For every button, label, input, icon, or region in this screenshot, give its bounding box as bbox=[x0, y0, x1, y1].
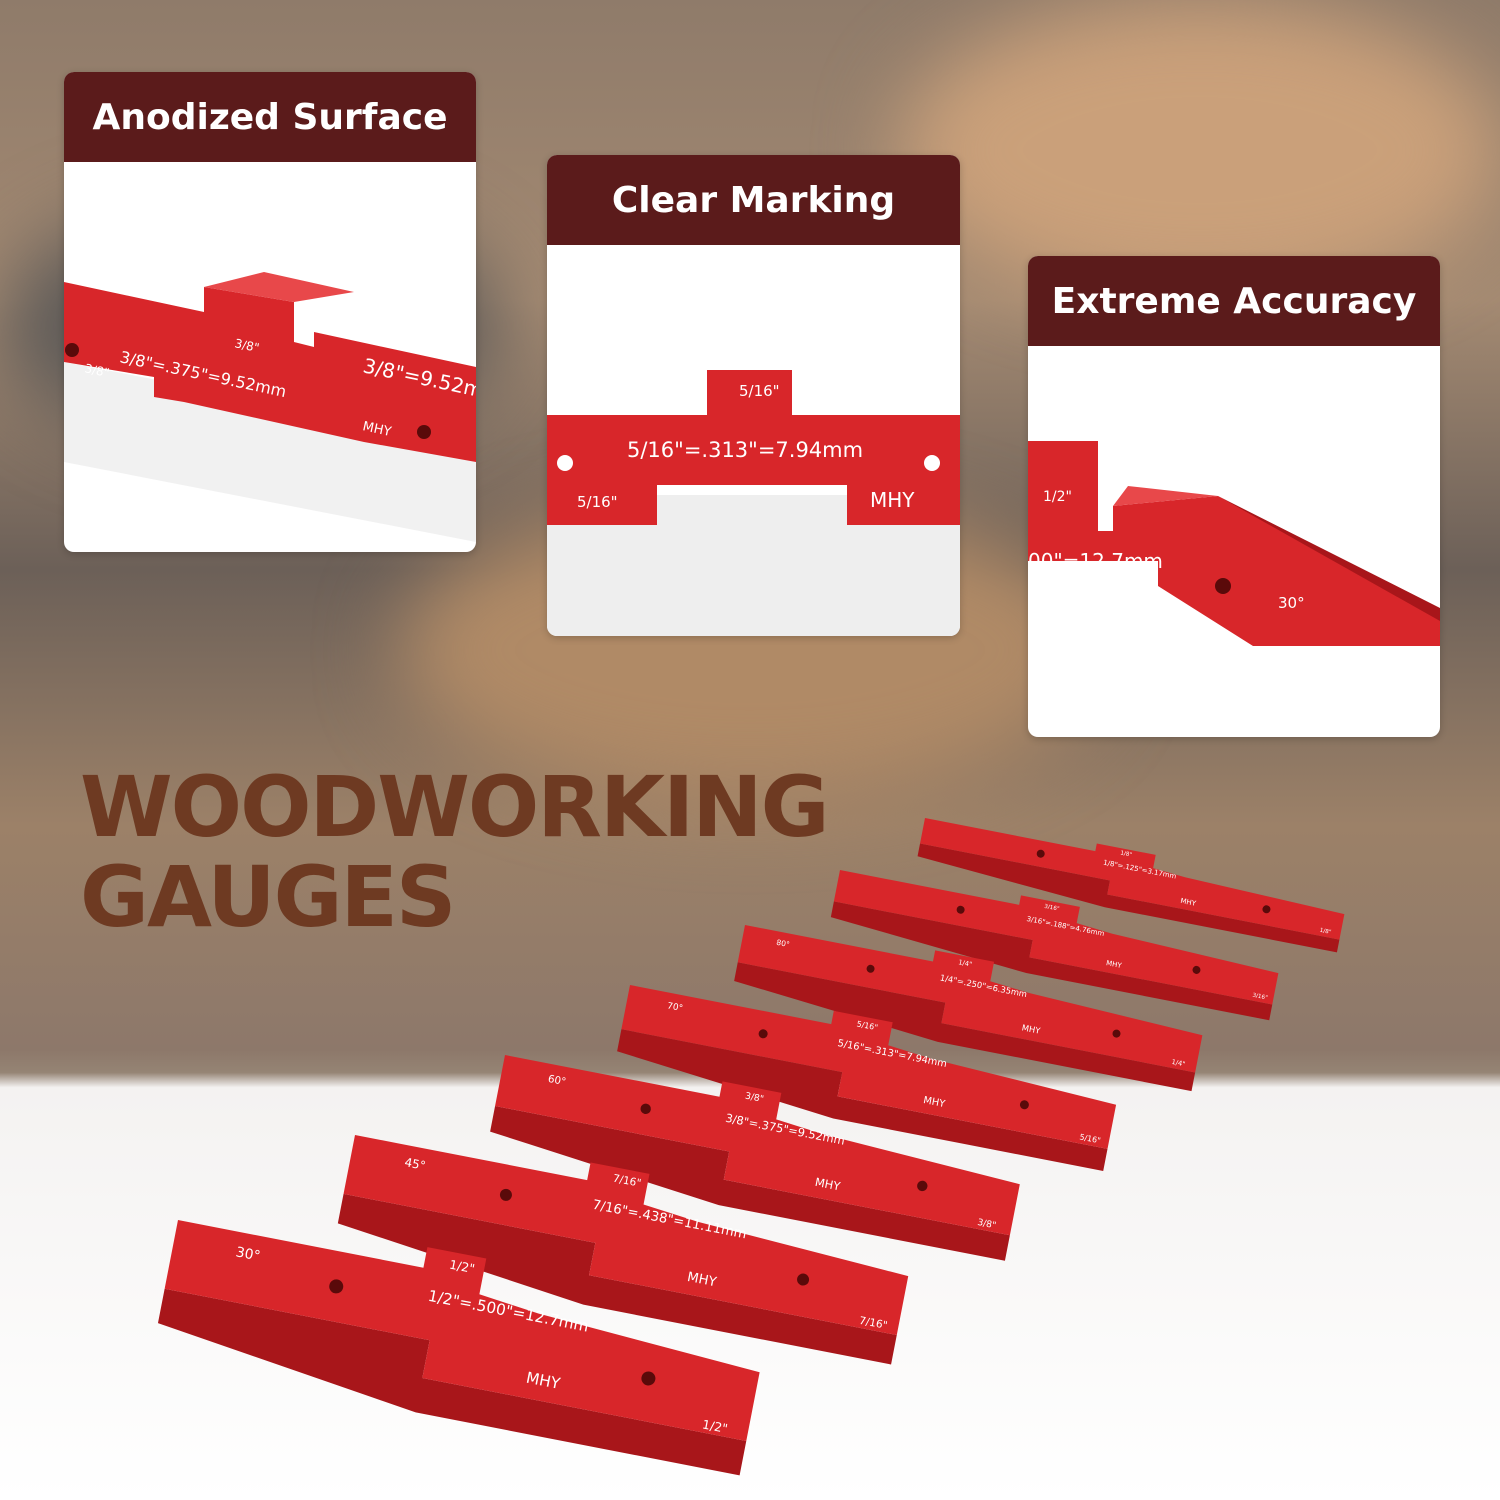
gauge-hole bbox=[1112, 1029, 1121, 1038]
svg-text:MHY: MHY bbox=[361, 419, 392, 440]
svg-text:MHY: MHY bbox=[870, 488, 915, 512]
gauge-size-label: 5/16" bbox=[856, 1019, 879, 1032]
headline-line-1: WOODWORKING bbox=[80, 758, 830, 856]
gauge-brand: MHY bbox=[814, 1175, 843, 1194]
svg-text:1/2": 1/2" bbox=[1043, 489, 1072, 505]
panel-title: Anodized Surface bbox=[64, 72, 476, 162]
gauge-size-label: 7/16" bbox=[858, 1315, 888, 1332]
gauge-size-label: 1/2" bbox=[701, 1417, 729, 1436]
background-blur bbox=[900, 0, 1500, 300]
svg-text:3/8": 3/8" bbox=[83, 361, 110, 380]
gauge-top-face bbox=[343, 1135, 909, 1336]
gauge-size-label: 5/16" bbox=[1079, 1132, 1102, 1145]
gauge-side-face bbox=[490, 1106, 1010, 1261]
gauge-angle: 80° bbox=[776, 938, 791, 949]
gauge-angle: 30° bbox=[234, 1244, 261, 1264]
marking-gauge-photo: 5/16"=.313"=7.94mm 5/16" 5/16" MHY bbox=[547, 370, 960, 636]
accuracy-gauge-photo: 00"=12.7mm 1/2" 30° bbox=[1028, 441, 1440, 646]
gauge-hole bbox=[758, 1029, 768, 1039]
gauge-side-face bbox=[157, 1288, 747, 1476]
gauge-hole bbox=[866, 964, 875, 973]
gauge-top-face bbox=[833, 870, 1279, 1005]
gauge-size-label: 1/8" bbox=[1319, 928, 1332, 936]
gauge-hole bbox=[1036, 849, 1045, 858]
gauge-size-label: 1/8" bbox=[1120, 850, 1133, 858]
gauge-side-face bbox=[917, 843, 1340, 953]
gauge-size-label: 1/4" bbox=[958, 958, 973, 968]
gauge-brand: MHY bbox=[1180, 897, 1198, 908]
svg-text:5/16": 5/16" bbox=[577, 493, 618, 511]
feature-panel-anodized: Anodized Surface 3/8"=.375"=9.52mm 3/8" … bbox=[64, 72, 476, 552]
gauge-side-face bbox=[337, 1193, 897, 1365]
gauge-top-face bbox=[920, 818, 1345, 940]
gauge-hole bbox=[641, 1371, 656, 1386]
gauge-hole bbox=[1192, 965, 1201, 974]
gauge-hole bbox=[640, 1103, 651, 1115]
gauge-angle: 45° bbox=[403, 1155, 426, 1173]
svg-text:5/16": 5/16" bbox=[739, 382, 780, 400]
svg-text:30°: 30° bbox=[1278, 594, 1305, 612]
gauge-top-face bbox=[164, 1220, 760, 1441]
feature-panel-accuracy: Extreme Accuracy 00"=12.7mm 1/2" 30° bbox=[1028, 256, 1440, 737]
gauge-size-label: 7/16" bbox=[612, 1173, 642, 1190]
gauge-top-face bbox=[495, 1055, 1020, 1236]
gauge-angle: 60° bbox=[547, 1073, 567, 1088]
panel-title: Extreme Accuracy bbox=[1028, 256, 1440, 346]
gauge-hole bbox=[797, 1273, 810, 1286]
gauge-size-label: 1/2" bbox=[448, 1258, 476, 1277]
gauge-side-face bbox=[830, 901, 1273, 1021]
gauge-brand: MHY bbox=[1021, 1022, 1042, 1036]
gauge-angle: 70° bbox=[666, 1001, 683, 1014]
gauge-top-face bbox=[621, 985, 1117, 1149]
gauge-side-face bbox=[734, 962, 1196, 1092]
gauge-size-label: 3/8" bbox=[744, 1092, 764, 1105]
gauge-hole bbox=[329, 1279, 344, 1294]
gauge-brand: MHY bbox=[686, 1270, 719, 1291]
anodized-gauge-photo: 3/8"=.375"=9.52mm 3/8" 3/8" 3/8"=9.52m M… bbox=[64, 272, 476, 542]
svg-text:00"=12.7mm: 00"=12.7mm bbox=[1028, 549, 1163, 573]
panel-title: Clear Marking bbox=[547, 155, 960, 245]
feature-panel-marking: Clear Marking 5/16"=.313"=7.94mm 5/16" 5… bbox=[547, 155, 960, 636]
gauge-size-label: 3/16" bbox=[1044, 904, 1060, 913]
svg-text:3/8": 3/8" bbox=[233, 336, 260, 355]
gauge-brand: MHY bbox=[1105, 958, 1123, 970]
gauge-size-label: 1/4" bbox=[1171, 1058, 1186, 1068]
gauge-hole bbox=[1262, 905, 1271, 914]
gauge-hole bbox=[499, 1188, 512, 1201]
headline-line-2: GAUGES bbox=[80, 848, 456, 946]
gauge-hole bbox=[917, 1180, 928, 1192]
gauge-top-face bbox=[737, 925, 1203, 1073]
gauge-hole bbox=[956, 905, 965, 914]
gauge-brand: MHY bbox=[922, 1095, 947, 1110]
gauge-size-label: 3/16" bbox=[1252, 993, 1268, 1002]
svg-text:5/16"=.313"=7.94mm: 5/16"=.313"=7.94mm bbox=[627, 438, 863, 462]
gauge-hole bbox=[1019, 1100, 1029, 1110]
gauge-size-label: 3/8" bbox=[976, 1218, 996, 1231]
gauge-side-face bbox=[617, 1029, 1108, 1171]
